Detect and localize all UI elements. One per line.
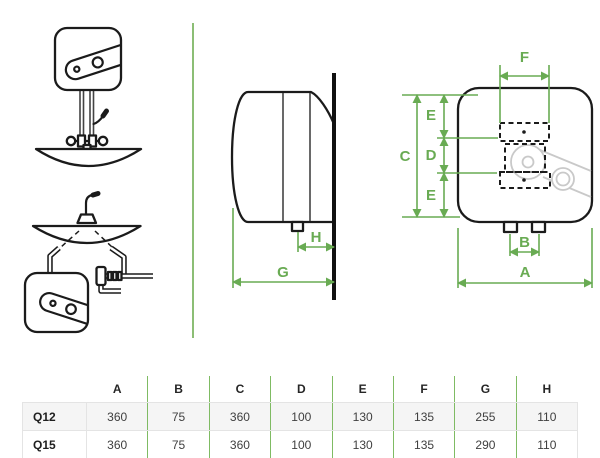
table-corner-cell (23, 376, 87, 402)
column-header-a: A (112, 382, 122, 396)
dimension-c-e-d-e (402, 94, 498, 218)
value-cell: 255 (454, 403, 515, 430)
column-header-b: B (147, 376, 208, 402)
value-cell: 75 (147, 403, 208, 430)
bottom-nozzle (290, 220, 305, 233)
water-heater-icon (23, 271, 90, 334)
faucet-icon (76, 191, 101, 225)
column-header-e: E (331, 376, 393, 402)
dim-label-c: C (400, 148, 411, 165)
heater-pipes (79, 90, 95, 139)
dim-label-b: B (519, 234, 530, 251)
column-header-g: G (454, 376, 515, 402)
value-cell: 110 (515, 431, 577, 458)
dimension-h (297, 232, 335, 252)
dim-label-h: H (311, 229, 322, 246)
sink-basin (34, 147, 143, 168)
column-header-h: H (515, 376, 577, 402)
model-label: Q12 (23, 403, 87, 430)
value-cell: 360 (208, 431, 270, 458)
installation-diagrams (23, 26, 153, 334)
table-row-q15: Q15 360 75 360 100 130 135 290 110 (23, 430, 577, 458)
left-nozzle (502, 220, 519, 234)
over-sink-installation-icon (34, 26, 143, 168)
dim-label-f: F (520, 49, 529, 66)
dim-label-e-top: E (426, 107, 436, 124)
dim-label-g: G (277, 264, 289, 281)
value-cell: 100 (270, 431, 331, 458)
model-label: Q15 (23, 431, 87, 458)
value-cell: 130 (331, 431, 393, 458)
water-heater-icon (53, 26, 123, 92)
table-row-q12: Q12 360 75 360 100 130 135 255 110 (23, 403, 577, 430)
pipework (47, 245, 153, 294)
dimension-a (457, 228, 593, 288)
under-sink-installation-icon (23, 191, 153, 334)
value-cell: 135 (392, 431, 454, 458)
value-cell: 135 (392, 403, 454, 430)
value-cell: 110 (515, 403, 577, 430)
column-header-d: D (270, 376, 331, 402)
safety-valve (95, 265, 107, 287)
dimension-g (232, 208, 335, 288)
value-cell: 100 (270, 403, 331, 430)
sink-basin (31, 224, 142, 245)
column-header-c: C (208, 376, 270, 402)
value-cell: 290 (454, 431, 515, 458)
side-view-diagram: H G (230, 73, 336, 300)
value-cell: 130 (331, 403, 393, 430)
heater-front-outline (456, 86, 594, 224)
column-header-f: F (392, 376, 454, 402)
tap-valves (65, 134, 109, 151)
table-body: Q12 360 75 360 100 130 135 255 110 Q15 3… (22, 402, 578, 458)
dim-label-a: A (520, 264, 531, 281)
value-cell: 360 (208, 403, 270, 430)
value-cell: 75 (147, 431, 208, 458)
table-header-row: A B C D E F G H (22, 376, 578, 402)
value-cell: 360 (107, 437, 128, 452)
spray-lines (60, 230, 113, 248)
strap-and-outlet-detail (510, 144, 592, 198)
dimension-f (499, 65, 550, 123)
dimensions-table: A B C D E F G H Q12 360 75 360 100 130 1… (22, 376, 578, 458)
front-view-diagram: F C E D E B A (400, 49, 594, 288)
dim-label-d: D (426, 147, 437, 164)
dimension-b (509, 234, 540, 257)
dim-label-e-bottom: E (426, 187, 436, 204)
faucet-icon (92, 108, 109, 126)
divider-line (192, 23, 194, 338)
value-cell: 360 (107, 409, 128, 424)
mounting-points (499, 122, 551, 189)
right-nozzle (530, 220, 547, 234)
